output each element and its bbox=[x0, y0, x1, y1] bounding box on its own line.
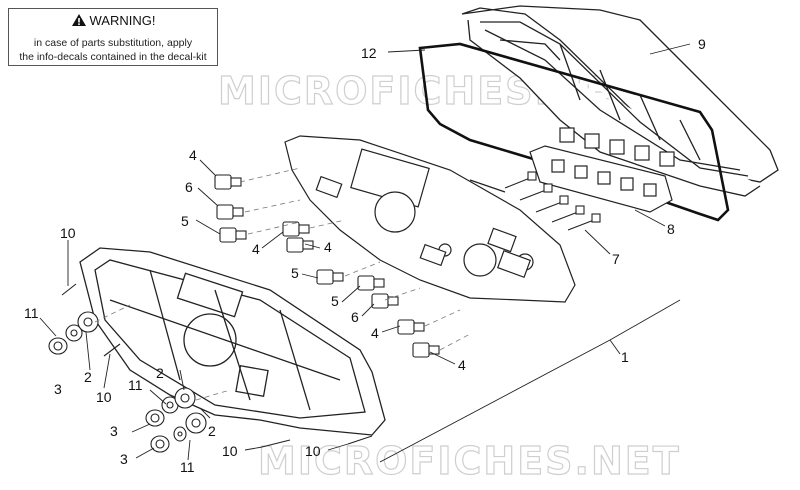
callout-11-a: 11 bbox=[24, 305, 39, 321]
watermark-bottom: MICROFICHES.NET bbox=[258, 439, 681, 483]
callout-6-a: 6 bbox=[185, 179, 193, 195]
callout-9: 9 bbox=[698, 36, 706, 52]
callout-2-a: 2 bbox=[84, 369, 92, 385]
callout-10-c: 10 bbox=[222, 443, 238, 459]
callout-5-b: 5 bbox=[291, 265, 299, 281]
callout-5-c: 5 bbox=[331, 293, 339, 309]
warning-box: WARNING! in case of parts substitution, … bbox=[8, 8, 218, 66]
leader-lines bbox=[39, 43, 691, 463]
gasket-seal bbox=[418, 42, 730, 222]
callout-10-b: 10 bbox=[96, 389, 112, 405]
callout-1: 1 bbox=[621, 349, 629, 365]
callout-7: 7 bbox=[612, 251, 620, 267]
button-panel bbox=[529, 127, 675, 213]
callout-4-d: 4 bbox=[371, 325, 379, 341]
callout-4-a: 4 bbox=[189, 147, 197, 163]
warning-line-2: the info-decals contained in the decal-k… bbox=[19, 51, 207, 63]
callout-3-a: 3 bbox=[54, 381, 62, 397]
screws-group bbox=[504, 171, 601, 231]
rear-cover bbox=[461, 5, 779, 197]
callout-11-b: 11 bbox=[128, 377, 143, 393]
warning-heading: WARNING! bbox=[9, 13, 217, 28]
callout-3-b: 3 bbox=[110, 423, 118, 439]
circuit-board bbox=[284, 135, 576, 303]
callout-4-c: 4 bbox=[324, 239, 332, 255]
callout-12: 12 bbox=[361, 45, 377, 61]
callout-10-d: 10 bbox=[305, 443, 321, 459]
callout-2-b: 2 bbox=[156, 365, 164, 381]
front-cover bbox=[79, 247, 386, 436]
callout-11-c: 11 bbox=[180, 459, 195, 475]
warning-triangle-icon bbox=[71, 14, 86, 26]
callout-10-a: 10 bbox=[60, 225, 76, 241]
callout-5-a: 5 bbox=[181, 213, 189, 229]
warning-title: WARNING! bbox=[89, 13, 156, 28]
callout-4-b: 4 bbox=[252, 241, 260, 257]
lamp-sockets bbox=[214, 174, 440, 358]
guide-lines bbox=[94, 167, 471, 401]
callout-3-c: 3 bbox=[120, 451, 128, 467]
bushings-and-washers bbox=[48, 283, 373, 453]
callout-4-e: 4 bbox=[458, 357, 466, 373]
warning-line-1: in case of parts substitution, apply bbox=[33, 37, 193, 49]
callout-6-b: 6 bbox=[351, 309, 359, 325]
callout-2-c: 2 bbox=[208, 423, 216, 439]
callout-8: 8 bbox=[667, 221, 675, 237]
